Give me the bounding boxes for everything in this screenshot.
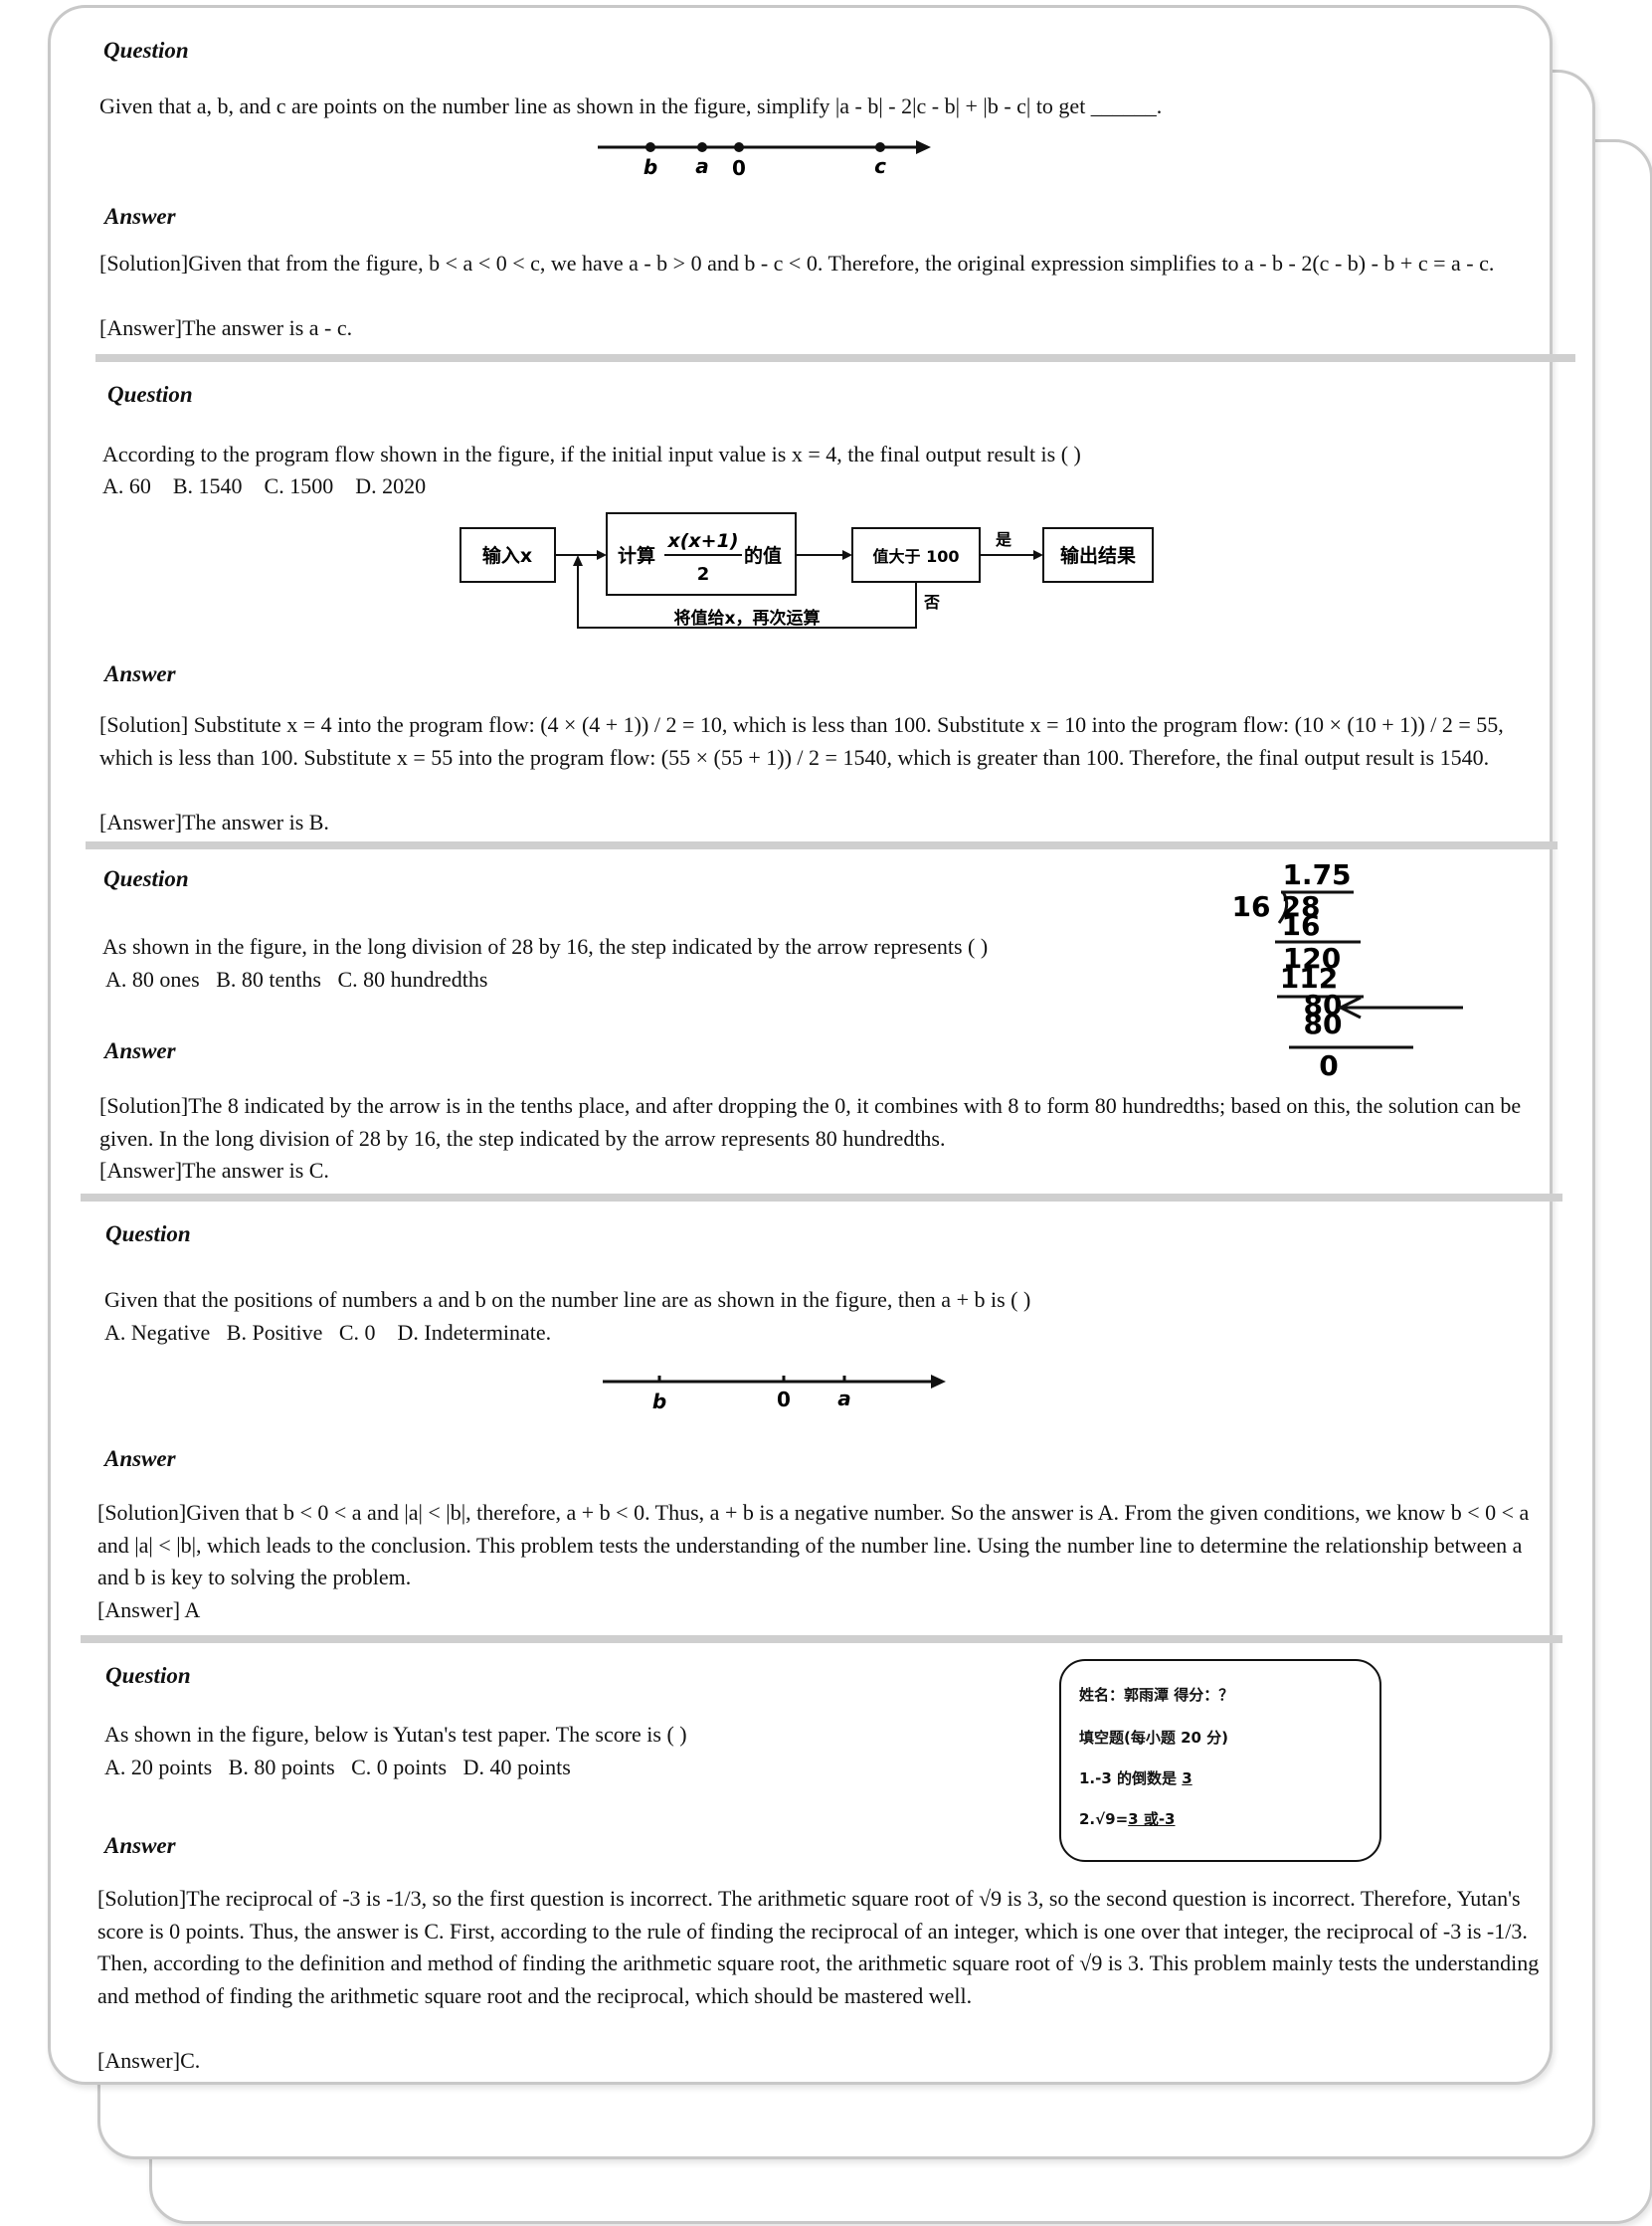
point-c [875,142,885,152]
output-box [1042,527,1154,583]
answer-text: [Answer] A [97,1597,201,1622]
question-text: According to the program flow shown in t… [102,442,1081,466]
answer-text: [Answer]The answer is B. [99,810,329,835]
compare-box [851,527,981,583]
paper-question-1: 1.-3 的倒数是 3 [1079,1767,1193,1788]
section-divider [95,354,1575,362]
label-zero: 0 [732,156,746,180]
question-heading: Question [105,1221,191,1246]
options-text: A. 80 ones B. 80 tenths C. 80 hundredths [105,967,488,992]
label-b: b [643,155,657,179]
question-heading: Question [105,1663,191,1688]
solution-text: [Solution]The reciprocal of -3 is -1/3, … [97,1886,1545,2008]
pointer-arrowhead [1337,996,1362,1020]
calc-denominator: 2 [697,564,710,585]
no-label: 否 [923,593,940,612]
answer-heading: Answer [104,1446,176,1471]
calc-numerator: x(x+1) [666,530,738,552]
division-row: 112 [1280,962,1338,995]
flow-arrowhead-1 [597,550,607,560]
arrowed-row: 80 [1304,989,1343,1021]
options-text: A. Negative B. Positive C. 0 D. Indeterm… [104,1320,552,1345]
paper-question-2-text: 2.√9= [1079,1810,1129,1828]
long-division-figure: 1.75 16 28 16 120 112 80 80 0 [1232,858,1463,1082]
answer-heading: Answer [104,204,176,229]
flow-arrowhead-2 [842,550,852,560]
point-b [645,142,655,152]
point-a [697,142,707,152]
program-flow-figure: 输入x 计算 x(x+1) 2 的值 值大于 100 是 输出结果 否 将值给x… [459,512,1154,629]
label-b: b [652,1390,666,1413]
answer-heading: Answer [104,1833,176,1858]
loop-arrowhead [573,555,583,566]
answer-text: [Answer]C. [97,2048,201,2073]
label-zero: 0 [777,1388,791,1411]
loop-label: 将值给x，再次运算 [674,608,821,629]
remainder: 0 [1319,1049,1338,1082]
section-divider [81,1194,1562,1202]
divisor: 16 [1232,890,1271,923]
loop-line [577,560,917,629]
label-a: a [837,1387,851,1410]
question-heading: Question [107,382,193,407]
section-divider [81,1635,1562,1643]
number-line-arrow [916,140,931,154]
label-a: a [695,154,709,178]
answer-text: [Answer]The answer is a - c. [99,315,353,340]
output-label: 输出结果 [1060,544,1136,567]
answer-heading: Answer [104,1038,176,1063]
number-line-figure-2: b 0 a [603,1375,946,1413]
dividend: 28 [1282,890,1321,923]
answer-text: [Answer]The answer is C. [99,1158,329,1183]
test-paper-figure: 姓名：郭雨潭 得分：？ 填空题(每小题 20 分) 1.-3 的倒数是 3 2.… [1059,1659,1381,1862]
division-row: 80 [1304,1008,1343,1040]
paper-section-title: 填空题(每小题 20 分) [1079,1729,1229,1747]
division-row: 16 [1282,909,1321,942]
calc-suffix: 的值 [744,544,782,567]
compare-label: 值大于 100 [873,547,960,566]
question-text: Given that a, b, and c are points on the… [99,93,1163,118]
solution-text: [Solution]The 8 indicated by the arrow i… [99,1093,1527,1151]
label-c: c [874,154,886,178]
options-text: A. 60 B. 1540 C. 1500 D. 2020 [102,473,427,498]
quotient: 1.75 [1282,858,1351,891]
answer-heading: Answer [104,661,176,686]
question-heading: Question [103,866,189,891]
paper-question-2: 2.√9=3 或-3 [1079,1808,1175,1829]
section-divider [86,841,1558,849]
paper-answer-1: 3 [1182,1769,1193,1787]
document-page: Question Given that a, b, and c are poin… [48,5,1575,2085]
division-bracket [1277,891,1289,924]
solution-text: [Solution] Substitute x = 4 into the pro… [99,712,1510,770]
number-line-arrow [931,1375,946,1389]
yes-label: 是 [995,530,1011,549]
options-text: A. 20 points B. 80 points C. 0 points D.… [104,1755,571,1779]
flow-arrowhead-3 [1033,550,1043,560]
paper-name-score: 姓名：郭雨潭 得分：？ [1079,1686,1234,1704]
calc-prefix: 计算 [618,544,655,567]
question-heading: Question [103,38,189,63]
question-text: Given that the positions of numbers a an… [104,1287,1031,1312]
paper-answer-2: 3 或-3 [1128,1810,1176,1828]
input-box [459,527,556,583]
input-label: 输入x [482,544,532,567]
point-zero [734,142,744,152]
paper-question-1-text: 1.-3 的倒数是 [1079,1769,1183,1787]
question-text: As shown in the figure, below is Yutan's… [104,1722,687,1747]
question-text: As shown in the figure, in the long divi… [102,934,989,959]
solution-text: [Solution]Given that from the figure, b … [99,251,1495,276]
solution-text: [Solution]Given that b < 0 < a and |a| <… [97,1500,1535,1589]
number-line-figure-1: b a 0 c [598,140,931,180]
division-row: 120 [1283,942,1341,975]
